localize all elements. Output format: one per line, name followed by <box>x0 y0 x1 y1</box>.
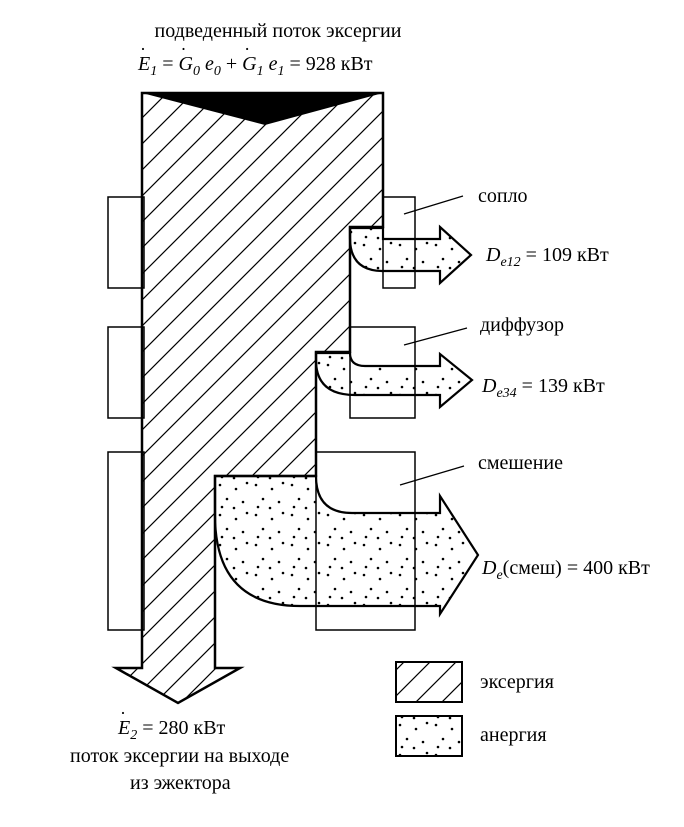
left-box-mixing <box>107 451 145 631</box>
diffuser-label: диффузор <box>480 314 564 336</box>
mixing-loss-paren: (смеш) <box>502 557 562 579</box>
diffuser-loss-label: De34 = 139 кВт <box>482 375 605 402</box>
legend-anergy-label: анергия <box>480 724 547 746</box>
mixing-loss-label: De(смеш) = 400 кВт <box>482 557 650 584</box>
inlet-formula-plus: + <box>220 53 243 75</box>
inlet-wedge <box>142 93 383 125</box>
mixing-loss-sub: e <box>496 568 503 583</box>
diffuser-loss-value: = 139 кВт <box>516 375 605 397</box>
nozzle-loss-value: = 109 кВт <box>520 244 609 266</box>
nozzle-loss-symbol: D <box>486 244 501 266</box>
legend-anergy-swatch <box>395 715 463 757</box>
inlet-formula-g1-sub: 1 <box>256 64 264 79</box>
mixing-loss-value: = 400 кВт <box>561 557 650 579</box>
outlet-caption-line1: поток эксергии на выходе <box>70 745 290 767</box>
mixing-label: смешение <box>478 452 563 474</box>
nozzle-label: сопло <box>478 185 528 207</box>
legend-exergy-swatch <box>395 661 463 703</box>
left-box-diffuser <box>107 326 145 419</box>
nozzle-loss-sub: e12 <box>500 255 521 270</box>
diffuser-loss-symbol: D <box>482 375 497 397</box>
outlet-caption-line2: из эжектора <box>130 772 231 794</box>
outlet-formula-value: = 280 кВт <box>137 717 226 739</box>
outlet-formula-lhs-sub: 2 <box>130 728 138 743</box>
inlet-formula-e0: e <box>204 53 214 75</box>
inlet-formula: E1 = G0 e0 + G1 e1 = 928 кВт <box>138 53 373 80</box>
inlet-formula-e0-sub: 0 <box>213 64 221 79</box>
diffuser-loss-sub: e34 <box>496 386 517 401</box>
inlet-formula-value: = 928 кВт <box>284 53 373 75</box>
inlet-title: подведенный поток эксергии <box>154 20 402 42</box>
mixing-loss-arrow <box>213 474 480 618</box>
inlet-formula-g0-sub: 0 <box>192 64 200 79</box>
outlet-formula-lhs: E <box>118 717 130 739</box>
inlet-formula-eq: = <box>157 53 179 75</box>
legend-exergy-label: эксергия <box>480 671 554 693</box>
leader-lines <box>399 195 468 486</box>
mixing-loss-symbol: D <box>482 557 497 579</box>
nozzle-loss-label: De12 = 109 кВт <box>486 244 609 271</box>
exergy-stream <box>111 91 385 705</box>
outlet-formula: E2 = 280 кВт <box>118 717 225 744</box>
nozzle-loss-arrow <box>348 224 473 286</box>
inlet-formula-g0: G <box>179 53 193 75</box>
left-box-nozzle <box>107 196 145 289</box>
inlet-formula-lhs: E <box>138 53 150 75</box>
inlet-formula-e1: e <box>268 53 278 75</box>
inlet-formula-g1: G <box>242 53 256 75</box>
diffuser-loss-arrow <box>314 351 474 410</box>
inlet-formula-e1-sub: 1 <box>277 64 285 79</box>
inlet-formula-lhs-sub: 1 <box>150 64 158 79</box>
